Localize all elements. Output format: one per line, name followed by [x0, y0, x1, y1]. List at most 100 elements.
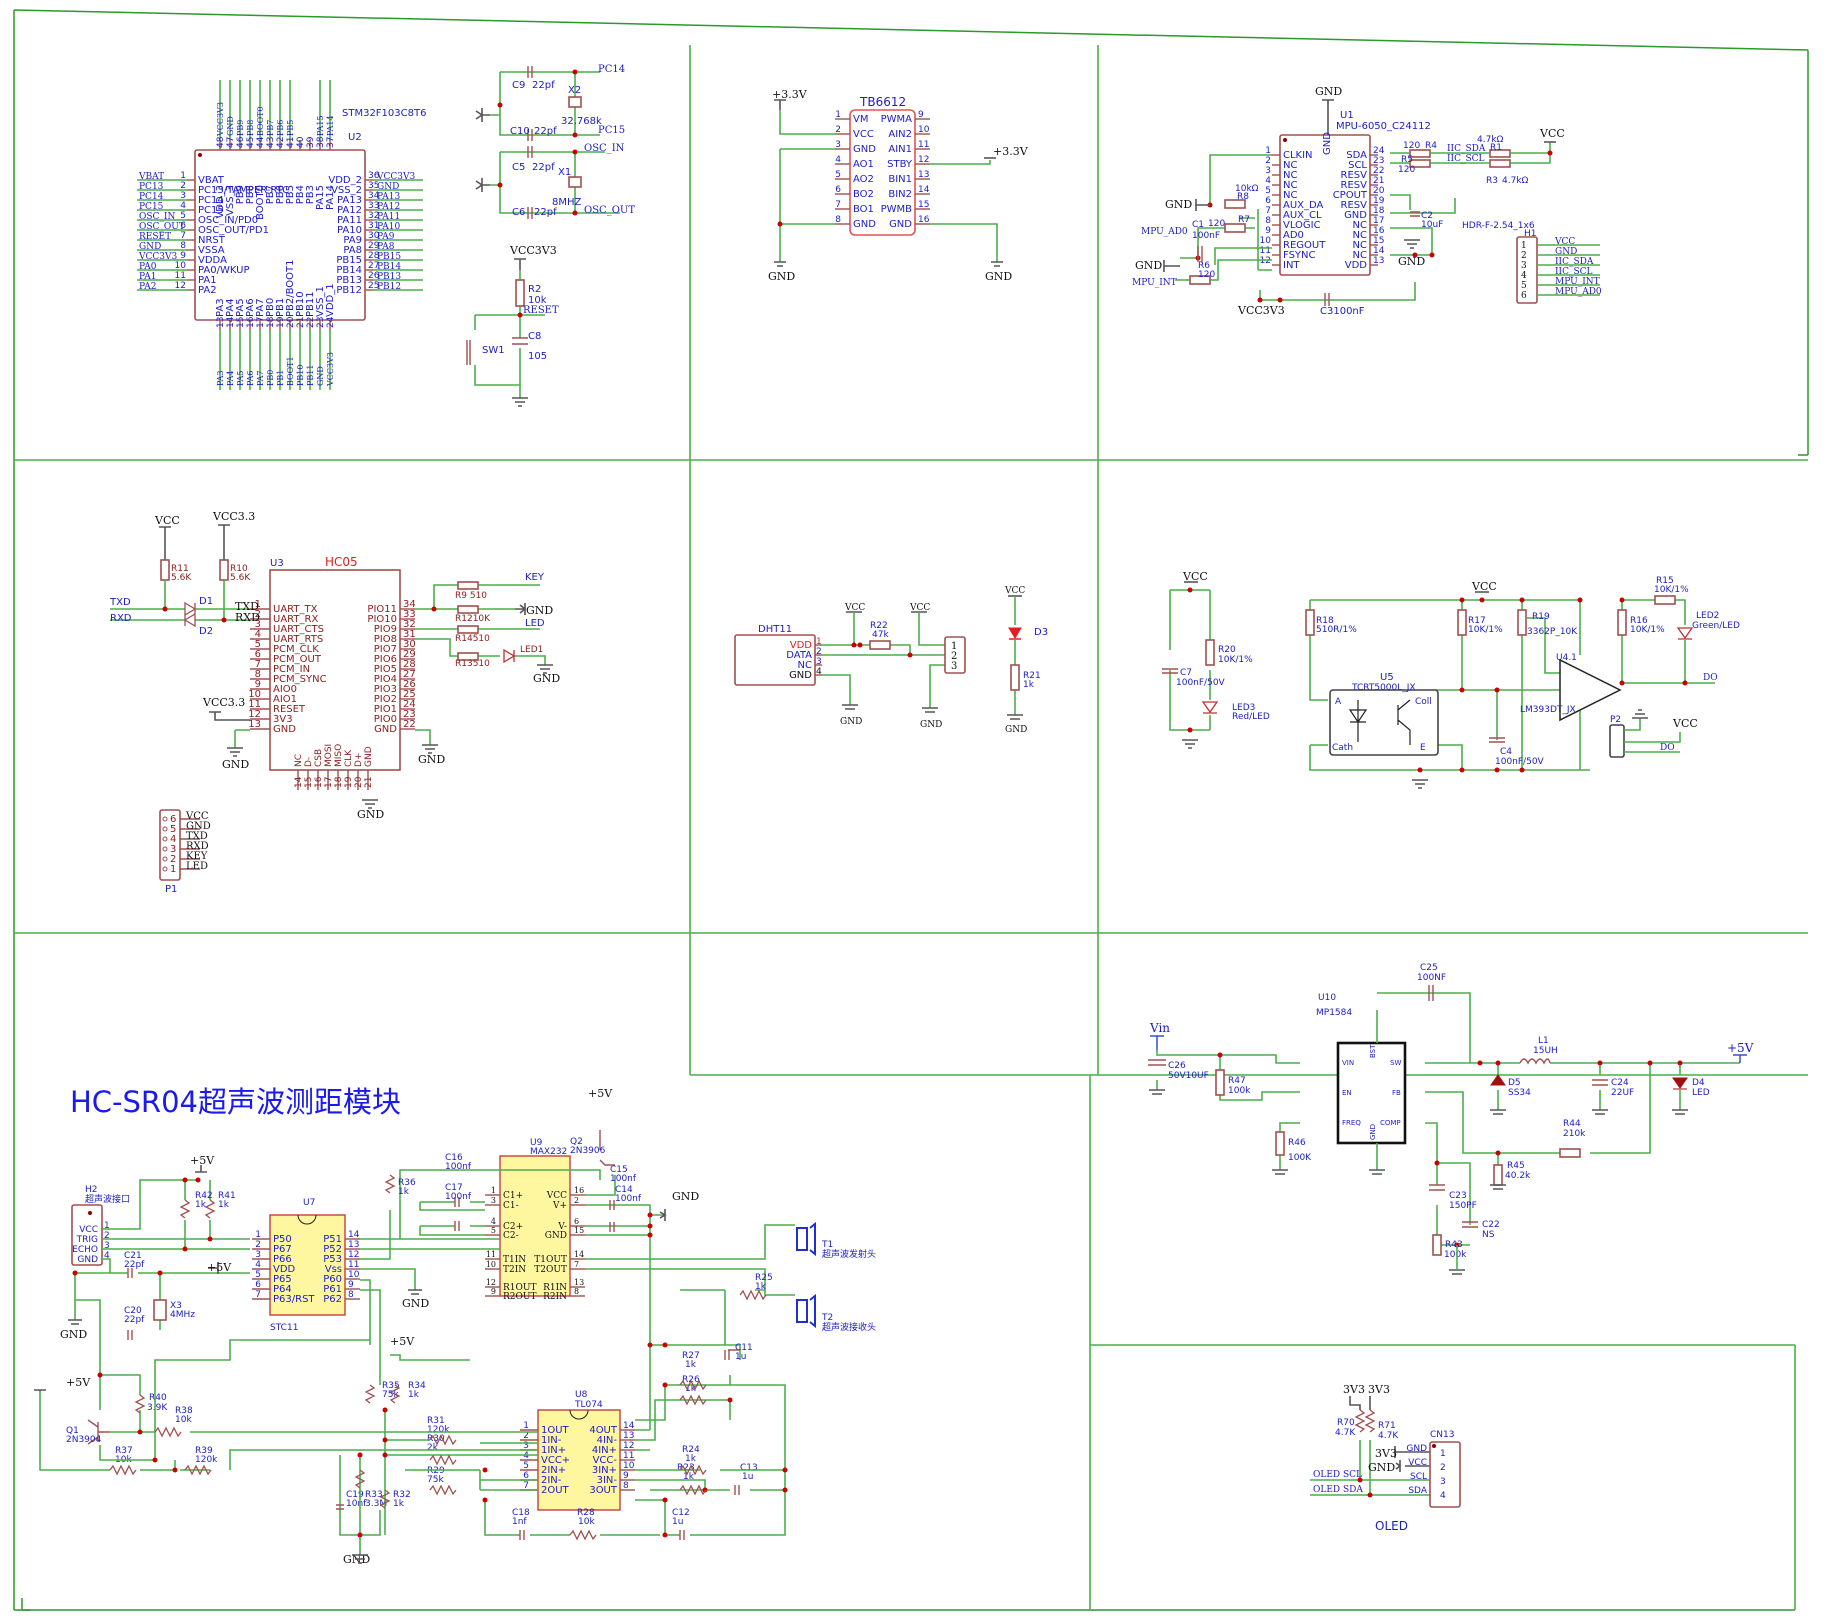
- pin-number: 3: [951, 661, 957, 672]
- pin-name: PB13: [336, 275, 362, 286]
- pin-name: PB4: [295, 185, 306, 204]
- net-label: BOOT1: [286, 356, 295, 386]
- pin-name: VDD_3: [215, 185, 226, 219]
- pin-number: 25: [403, 689, 416, 700]
- h1-header[interactable]: [1516, 236, 1538, 304]
- h2-connector[interactable]: [71, 1204, 103, 1266]
- crystal-x1: [568, 176, 582, 188]
- pin-name: NC: [1283, 180, 1297, 191]
- pin-name: STBY: [887, 159, 913, 170]
- r25-val: 1k: [755, 1282, 767, 1292]
- mpu-gnd-left2: GND: [1135, 259, 1162, 272]
- net-label: GND: [316, 366, 325, 386]
- pin-name: 3V3: [273, 714, 293, 725]
- r9-label: R9 510: [455, 591, 487, 601]
- c10-val: 22pf: [534, 126, 557, 137]
- net-label: VCC3V3: [138, 252, 177, 262]
- r19-potentiometer[interactable]: [1517, 609, 1527, 636]
- r24-val: 1k: [685, 1454, 697, 1464]
- pin-number: 1: [255, 1230, 261, 1240]
- pin-number: 13: [348, 1240, 359, 1250]
- net-label: PB1: [276, 370, 285, 386]
- mp1584-chip[interactable]: [1336, 1041, 1407, 1145]
- tb6612-chip[interactable]: [849, 109, 916, 236]
- pin-name: P62: [323, 1294, 342, 1305]
- dht11-sensor[interactable]: [734, 634, 816, 686]
- r46-val: 100K: [1288, 1153, 1312, 1163]
- hc05-part: HC05: [325, 555, 358, 569]
- pin-name: 4IN-: [597, 1435, 618, 1446]
- r24-ref: R24: [682, 1445, 700, 1455]
- net-label: PA3: [216, 370, 225, 386]
- pin-number: 4: [816, 667, 822, 677]
- pin-number: 6: [523, 1471, 529, 1481]
- x3-crystal: [153, 1299, 167, 1321]
- pin-fb: FB: [1392, 1089, 1401, 1097]
- tl074-opamp[interactable]: [537, 1409, 621, 1511]
- pin-number: 6: [255, 1280, 261, 1290]
- dht11-gnd: GND: [840, 717, 862, 727]
- hc05-module[interactable]: [269, 569, 401, 771]
- tb6612-supply: +3.3V: [772, 88, 808, 101]
- pin-number: 14: [1373, 246, 1385, 256]
- p2-connector[interactable]: [1609, 724, 1625, 758]
- pin-name: PA3: [215, 298, 226, 317]
- pin-number: 15: [918, 200, 929, 210]
- pin-number: 1: [491, 1186, 496, 1195]
- net-label: PA13: [377, 192, 400, 202]
- pin-name: P52: [323, 1244, 342, 1255]
- t1-ref: T1: [821, 1240, 833, 1250]
- r46-ref: R46: [1288, 1138, 1306, 1148]
- dht11-connector[interactable]: [944, 636, 966, 674]
- pin-name: P53: [323, 1254, 342, 1265]
- u9-ref: U9: [530, 1138, 543, 1148]
- t2-transducer: [796, 1299, 808, 1323]
- net-do: DO: [1703, 673, 1718, 683]
- pin-name: 2OUT: [541, 1485, 570, 1496]
- net-label: RXD: [186, 841, 209, 852]
- pin-name: CLKIN: [1283, 150, 1313, 161]
- pin-number: 1: [951, 641, 957, 652]
- cn13-connector[interactable]: [1429, 1441, 1461, 1508]
- pin-name: P60: [323, 1274, 342, 1285]
- stc11-mcu[interactable]: [269, 1214, 346, 1316]
- max232-pin: 6V-: [557, 1217, 585, 1232]
- oled-3v3-c: 3V3: [1375, 1447, 1397, 1460]
- lm393-comparator[interactable]: [1559, 658, 1622, 722]
- pin-name: VDD_2: [328, 175, 362, 186]
- pin-number: 3: [491, 1196, 496, 1205]
- pin-name: VCC: [79, 1225, 98, 1235]
- x2-val: 32.768k: [561, 116, 602, 127]
- pin-number: 5: [1265, 186, 1271, 196]
- h2-name: 超声波接口: [85, 1193, 130, 1205]
- pin-name: AIN2: [888, 129, 912, 140]
- r36-ref: R36: [398, 1178, 416, 1188]
- net-label: PB6: [276, 120, 285, 136]
- net-pc15: PC15: [598, 125, 625, 136]
- tcrt5000-sensor[interactable]: [1329, 689, 1439, 756]
- net-label: OSC_OUT: [139, 222, 185, 232]
- pin-number: 16: [1373, 226, 1385, 236]
- c5-val: 22pf: [532, 162, 555, 173]
- led1-ref: LED1: [520, 645, 543, 655]
